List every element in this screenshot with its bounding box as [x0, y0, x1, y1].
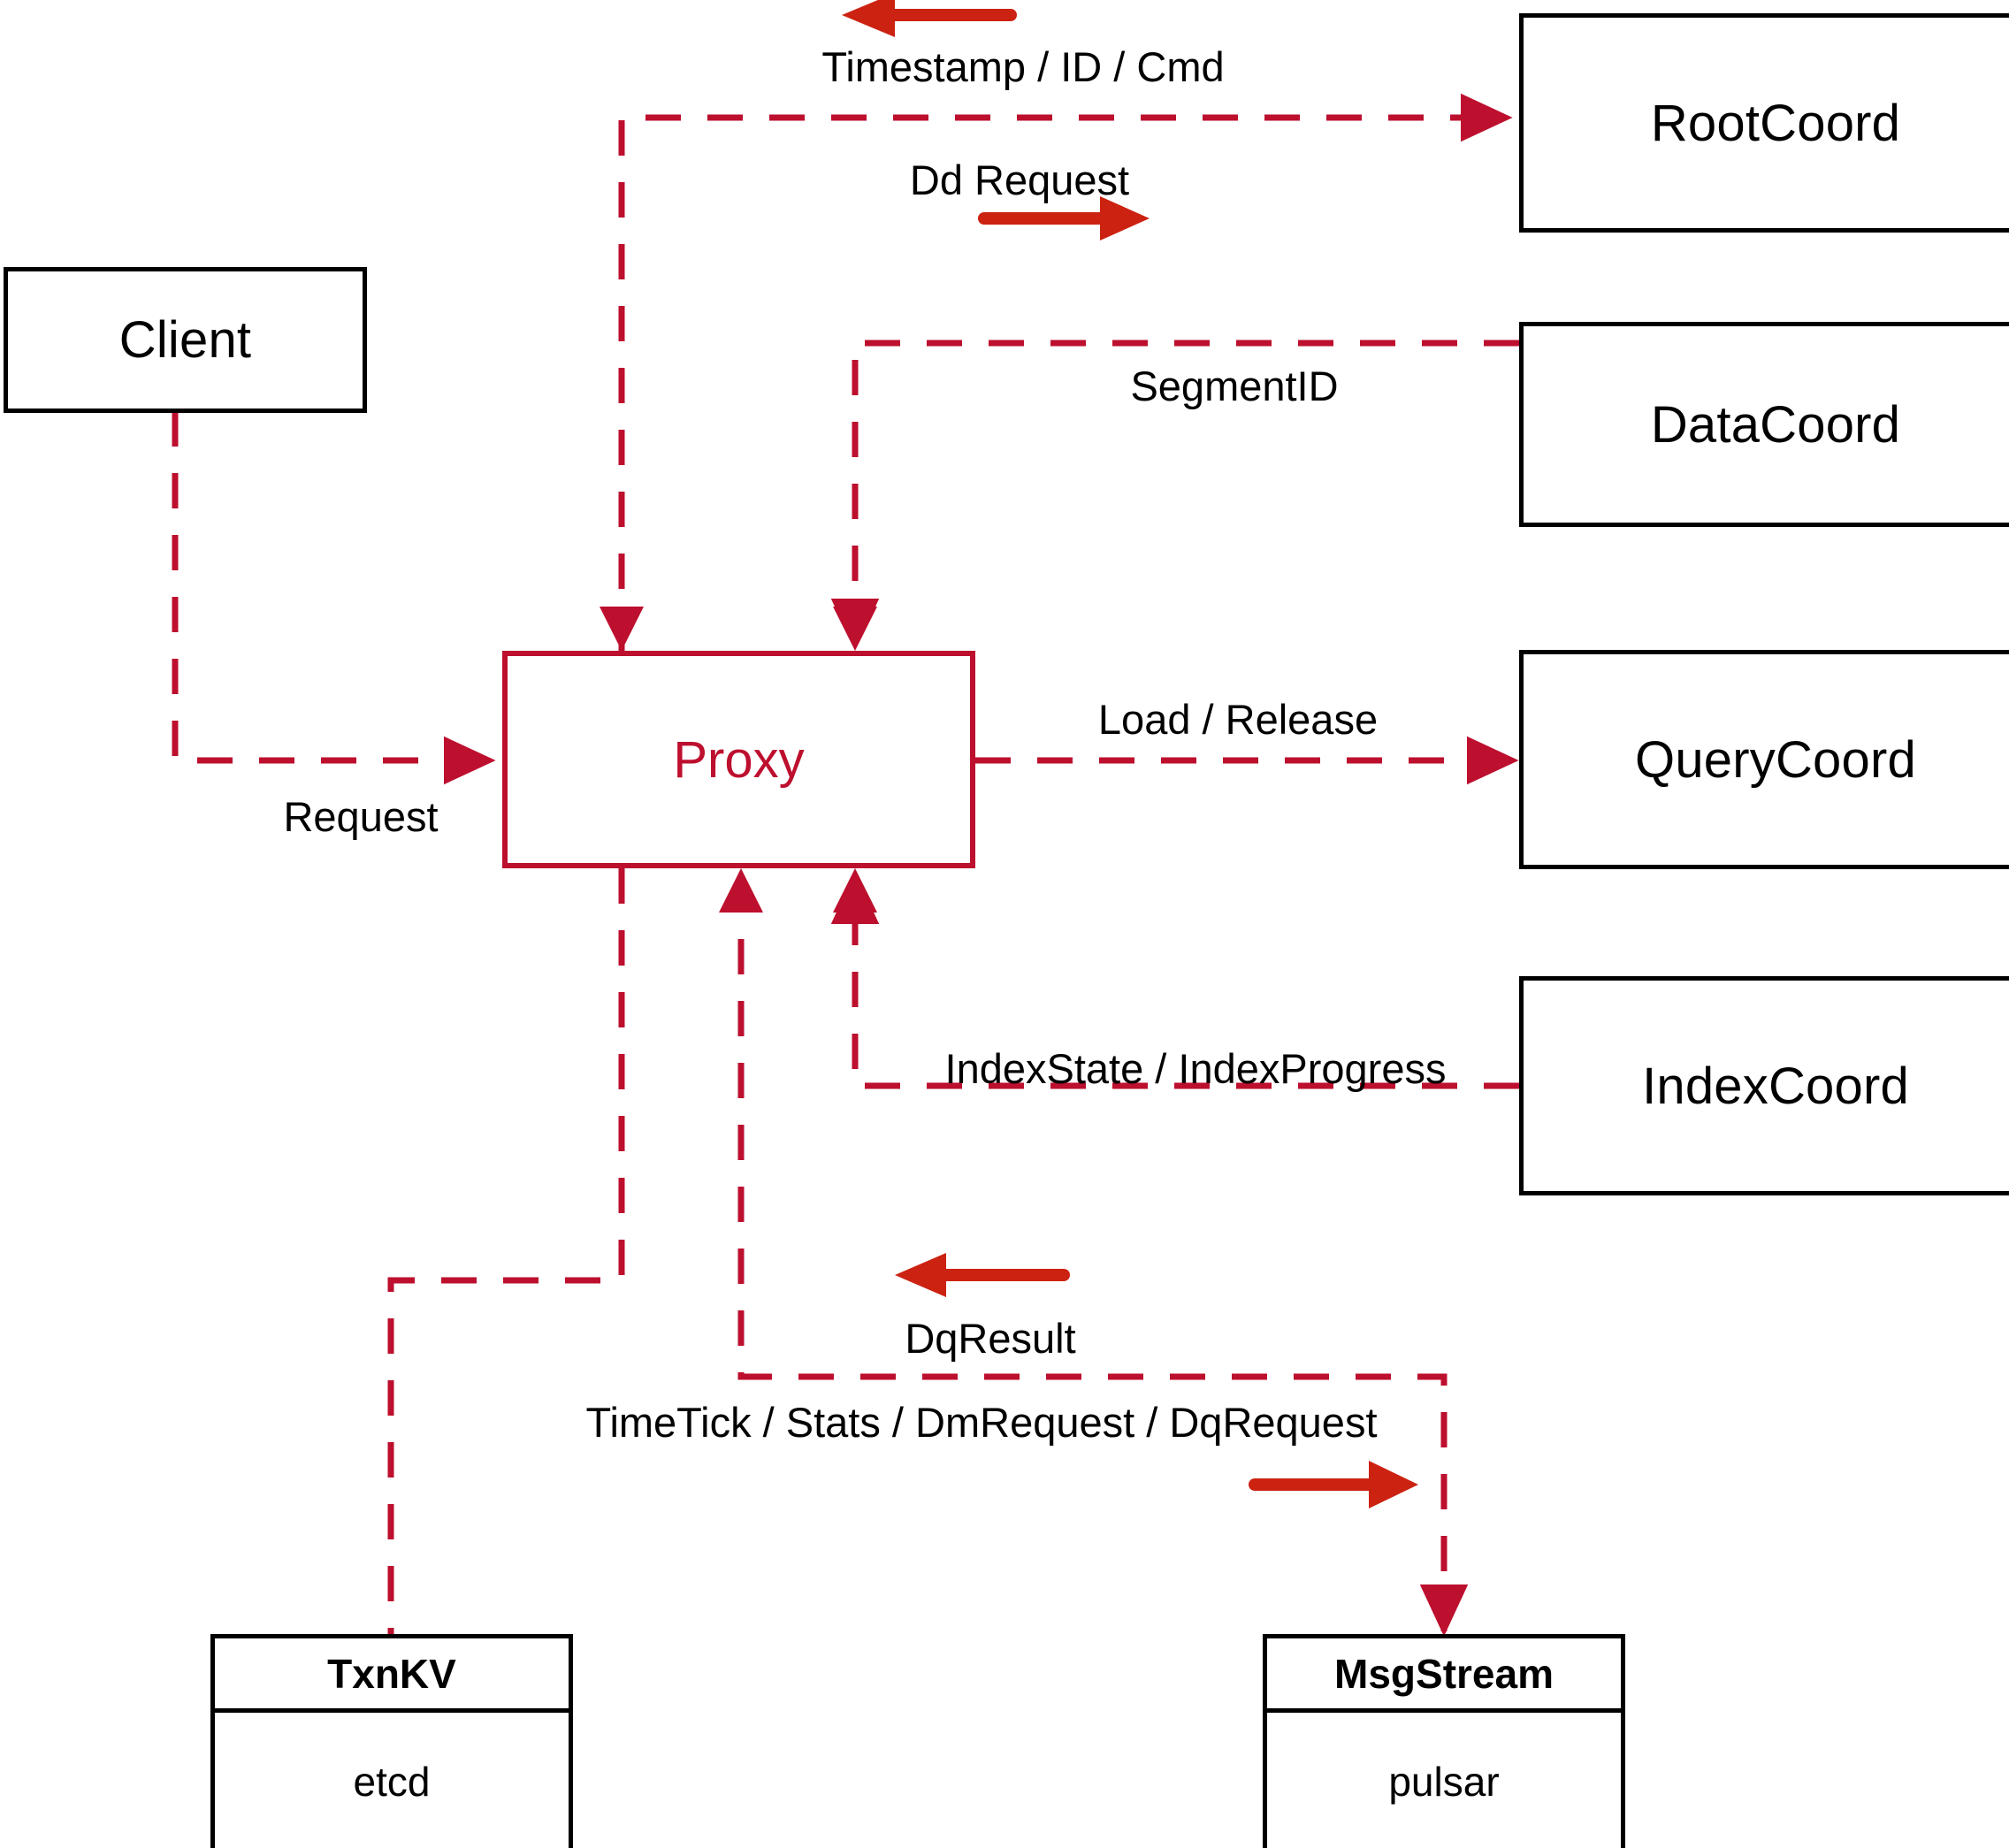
arrowhead-into-proxy-bottom-mid: [719, 868, 763, 913]
flow-arrow-timestamp-left: [842, 0, 1017, 37]
node-querycoord-label: QueryCoord: [1635, 730, 1916, 789]
node-indexcoord-label: IndexCoord: [1642, 1057, 1909, 1115]
edge-label-index-state-progress: IndexState / IndexProgress: [944, 1045, 1447, 1092]
node-querycoord[interactable]: QueryCoord: [1519, 650, 2009, 869]
node-rootcoord[interactable]: RootCoord: [1519, 13, 2009, 233]
node-txnkv-header: TxnKV: [215, 1638, 569, 1713]
arrowhead-into-proxy-bottom-right: [833, 868, 877, 913]
node-msgstream[interactable]: MsgStream pulsar: [1263, 1634, 1625, 1848]
node-indexcoord[interactable]: IndexCoord: [1519, 976, 2009, 1195]
node-proxy[interactable]: Proxy: [502, 651, 975, 868]
node-datacoord-label: DataCoord: [1650, 395, 1901, 454]
edge-label-request: Request: [283, 793, 439, 840]
node-datacoord[interactable]: DataCoord: [1519, 322, 2009, 527]
arrowhead-into-proxy-top-right: [833, 607, 877, 651]
node-txnkv[interactable]: TxnKV etcd: [210, 1634, 573, 1848]
edge-proxy-txnkv: [387, 868, 625, 1634]
edge-label-dq-result: DqResult: [905, 1315, 1076, 1362]
node-msgstream-title: MsgStream: [1334, 1650, 1554, 1697]
edge-label-segment-id: SegmentID: [1130, 363, 1339, 409]
node-msgstream-impl: pulsar: [1388, 1759, 1500, 1805]
node-txnkv-body: etcd: [215, 1713, 569, 1848]
node-rootcoord-label: RootCoord: [1650, 94, 1901, 152]
edge-label-load-release: Load / Release: [1097, 696, 1379, 743]
node-client[interactable]: Client: [4, 267, 367, 413]
node-txnkv-title: TxnKV: [327, 1650, 456, 1697]
edge-client-to-proxy: [172, 411, 496, 785]
node-txnkv-impl: etcd: [353, 1759, 431, 1805]
flow-arrow-dd-request-right: [978, 196, 1150, 241]
node-proxy-label: Proxy: [673, 730, 805, 789]
edge-label-timestamp-id-cmd: Timestamp / ID / Cmd: [821, 43, 1225, 90]
flow-arrow-dqresult-left: [895, 1253, 1070, 1297]
arrowhead-into-proxy-top-left: [600, 607, 644, 651]
edge-proxy-rootcoord: [618, 93, 1513, 651]
node-msgstream-header: MsgStream: [1267, 1638, 1621, 1713]
proxy-edge-arrowheads: [600, 607, 877, 913]
edge-label-dd-request: Dd Request: [909, 157, 1130, 203]
edge-proxy-msgstream: [737, 877, 1469, 1637]
flow-arrow-layer: [842, 0, 1418, 1508]
flow-arrow-timetick-right: [1249, 1461, 1418, 1508]
edge-label-timetick-stats: TimeTick / Stats / DmRequest / DqRequest: [585, 1399, 1378, 1446]
node-client-label: Client: [118, 311, 252, 369]
node-msgstream-body: pulsar: [1267, 1713, 1621, 1848]
